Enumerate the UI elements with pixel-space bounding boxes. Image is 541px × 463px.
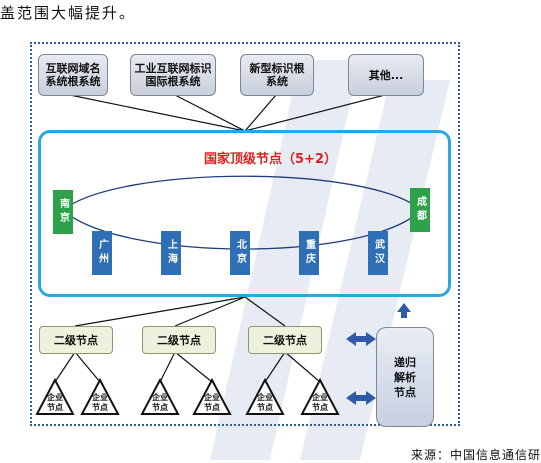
source-caption: 来源：中国信息通信研 <box>410 448 541 462</box>
recursive-resolution-node: 递归 解析 节点 <box>376 327 434 427</box>
node-shanghai: 上海 <box>161 231 181 275</box>
root-box-domain: 互联网域名 系统根系统 <box>38 54 108 96</box>
root-box-new: 新型标识根 系统 <box>240 54 314 96</box>
node-wuhan: 武汉 <box>368 231 388 275</box>
enterprise-node-6: 企业 节点 <box>312 393 328 412</box>
enterprise-node-5: 企业 节点 <box>257 393 273 412</box>
second-level-node-1: 二级节点 <box>39 326 113 354</box>
root-box-industrial: 工业互联网标识 国际根系统 <box>130 54 216 96</box>
node-guangzhou: 广州 <box>92 231 112 275</box>
top-text: 盖范围大幅提升。 <box>0 4 137 22</box>
node-chengdu: 成都 <box>410 188 430 232</box>
second-level-node-3: 二级节点 <box>248 326 322 354</box>
second-level-node-2: 二级节点 <box>142 326 216 354</box>
root-box-other: 其他... <box>348 54 424 96</box>
node-beijing: 北京 <box>230 231 250 275</box>
top-level-box <box>38 130 451 297</box>
node-chongqing: 重庆 <box>299 231 319 275</box>
node-nanjing: 南京 <box>53 190 73 234</box>
enterprise-node-3: 企业 节点 <box>152 393 168 412</box>
top-level-title: 国家顶级节点（5+2） <box>204 152 337 167</box>
diagram-frame <box>30 42 460 426</box>
enterprise-node-4: 企业 节点 <box>204 393 220 412</box>
enterprise-node-2: 企业 节点 <box>92 393 108 412</box>
enterprise-node-1: 企业 节点 <box>47 393 63 412</box>
